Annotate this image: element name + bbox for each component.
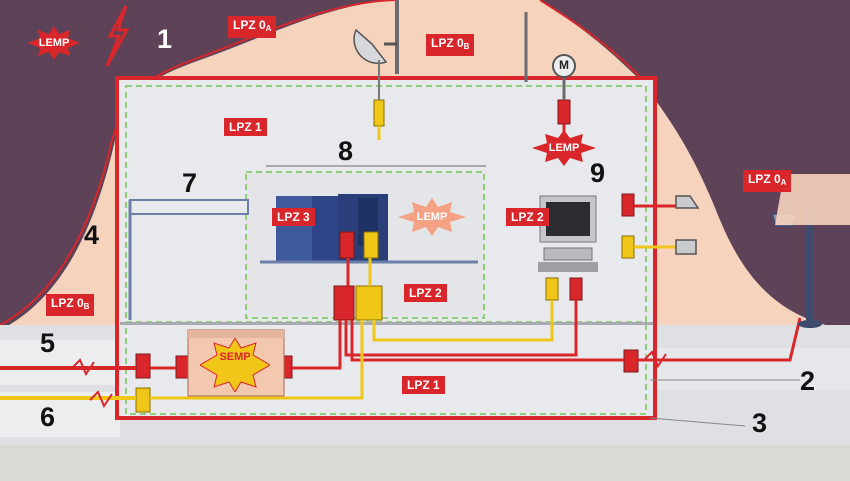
induction-zigzag-right	[643, 350, 667, 369]
burst-shape-icon	[398, 198, 466, 236]
reference-number-8: 8	[338, 136, 354, 166]
induction-zigzag-signal	[89, 390, 113, 409]
bottom-bar	[0, 445, 850, 481]
computer-screen	[546, 202, 590, 236]
reference-number-6: 6	[40, 402, 56, 432]
motor-letter: M	[559, 58, 569, 72]
motor-icon	[552, 54, 576, 78]
reference-number-4: 4	[84, 220, 100, 250]
burst-shape-icon	[200, 338, 270, 392]
lemp-burst-motor: LEMP	[532, 130, 596, 166]
lemp-motor-label: LEMP	[548, 142, 580, 154]
zone-tag-lpz0a-top: LPZ 0A	[228, 16, 277, 38]
street-lamp-pole	[806, 194, 813, 324]
street-lamp-base	[798, 320, 822, 328]
switchboard-top	[188, 330, 284, 338]
street-lamp-protection-area	[775, 174, 850, 225]
spd-motor	[557, 99, 571, 125]
floor-slab	[120, 322, 653, 325]
reference-number-7: 7	[182, 168, 198, 198]
power-line-to-right	[350, 320, 624, 362]
reference-number-1: 1	[157, 24, 173, 54]
spd-power-lpz2	[333, 285, 355, 321]
power-line-to-computer	[344, 300, 578, 357]
computer-base	[543, 247, 593, 261]
spd-signal-entry	[135, 387, 151, 413]
wall-light-icon	[675, 195, 700, 209]
ground-strip-5	[0, 340, 120, 385]
zone-tag-lpz0b-left: LPZ 0B	[46, 294, 95, 316]
zone-tag-lpz0a-right: LPZ 0A	[743, 170, 792, 192]
lemp-top-label: LEMP	[38, 37, 70, 49]
burst-shape-icon	[532, 130, 596, 166]
spd-light-right	[621, 193, 635, 217]
spd-power-right-entry	[623, 349, 639, 373]
zone-tag-lpz2-center: LPZ 2	[404, 284, 447, 302]
zone-tag-lpz2-right: LPZ 2	[506, 208, 549, 226]
signal-line-to-computer	[372, 300, 554, 342]
zone-tag-text: LPZ 0	[51, 296, 84, 310]
zone-tag-sub: A	[265, 24, 272, 33]
lemp-burst-top: LEMP	[28, 26, 80, 60]
meshed-connection-7	[129, 199, 249, 215]
burst-shape-icon	[28, 26, 80, 60]
spd-power-entry	[135, 353, 151, 379]
reference-number-9: 9	[590, 158, 606, 188]
zone-tag-lpz0b-top: LPZ 0B	[426, 34, 475, 56]
camera-icon	[675, 239, 697, 255]
signal-line-to-lpz2	[150, 320, 364, 400]
zone-tag-text: LPZ 0	[431, 36, 464, 50]
leader-line-3	[649, 417, 746, 427]
satellite-dish-icon	[353, 28, 388, 65]
spd-computer-power	[569, 277, 583, 301]
lemp-cabinet-label: LEMP	[416, 211, 448, 223]
reference-number-2: 2	[800, 366, 816, 396]
lightning-bolt-icon	[105, 5, 130, 67]
zone-tag-text: LPZ 0	[748, 172, 781, 186]
zone-tag-sub: A	[780, 178, 787, 187]
zone-tag-lpz3: LPZ 3	[272, 208, 315, 226]
spd-power-cabinet	[339, 231, 355, 259]
spd-antenna	[373, 99, 385, 127]
zone-tag-sub: B	[463, 42, 470, 51]
reference-number-5: 5	[40, 328, 56, 358]
protection-boundary-right	[539, 0, 646, 83]
zone-tag-lpz1-upper: LPZ 1	[224, 118, 267, 136]
spd-signal-lpz2	[355, 285, 383, 321]
semp-label: SEMP	[219, 351, 251, 364]
computer-keyboard	[538, 262, 598, 272]
power-line-street-light	[638, 317, 802, 362]
ground-strip-2	[650, 348, 850, 390]
lemp-burst-cabinet: LEMP	[398, 198, 466, 236]
spd-camera-right	[621, 235, 635, 259]
spd-computer-signal	[545, 277, 559, 301]
reference-number-3: 3	[752, 408, 768, 438]
zone-tag-lpz1-lower: LPZ 1	[402, 376, 445, 394]
semp-burst: SEMP	[200, 338, 270, 392]
induction-zigzag-power	[71, 358, 95, 377]
spd-signal-cabinet	[363, 231, 379, 259]
power-line-to-lpz2	[292, 320, 342, 370]
zone-tag-text: LPZ 0	[233, 18, 266, 32]
zone-tag-sub: B	[83, 302, 90, 311]
